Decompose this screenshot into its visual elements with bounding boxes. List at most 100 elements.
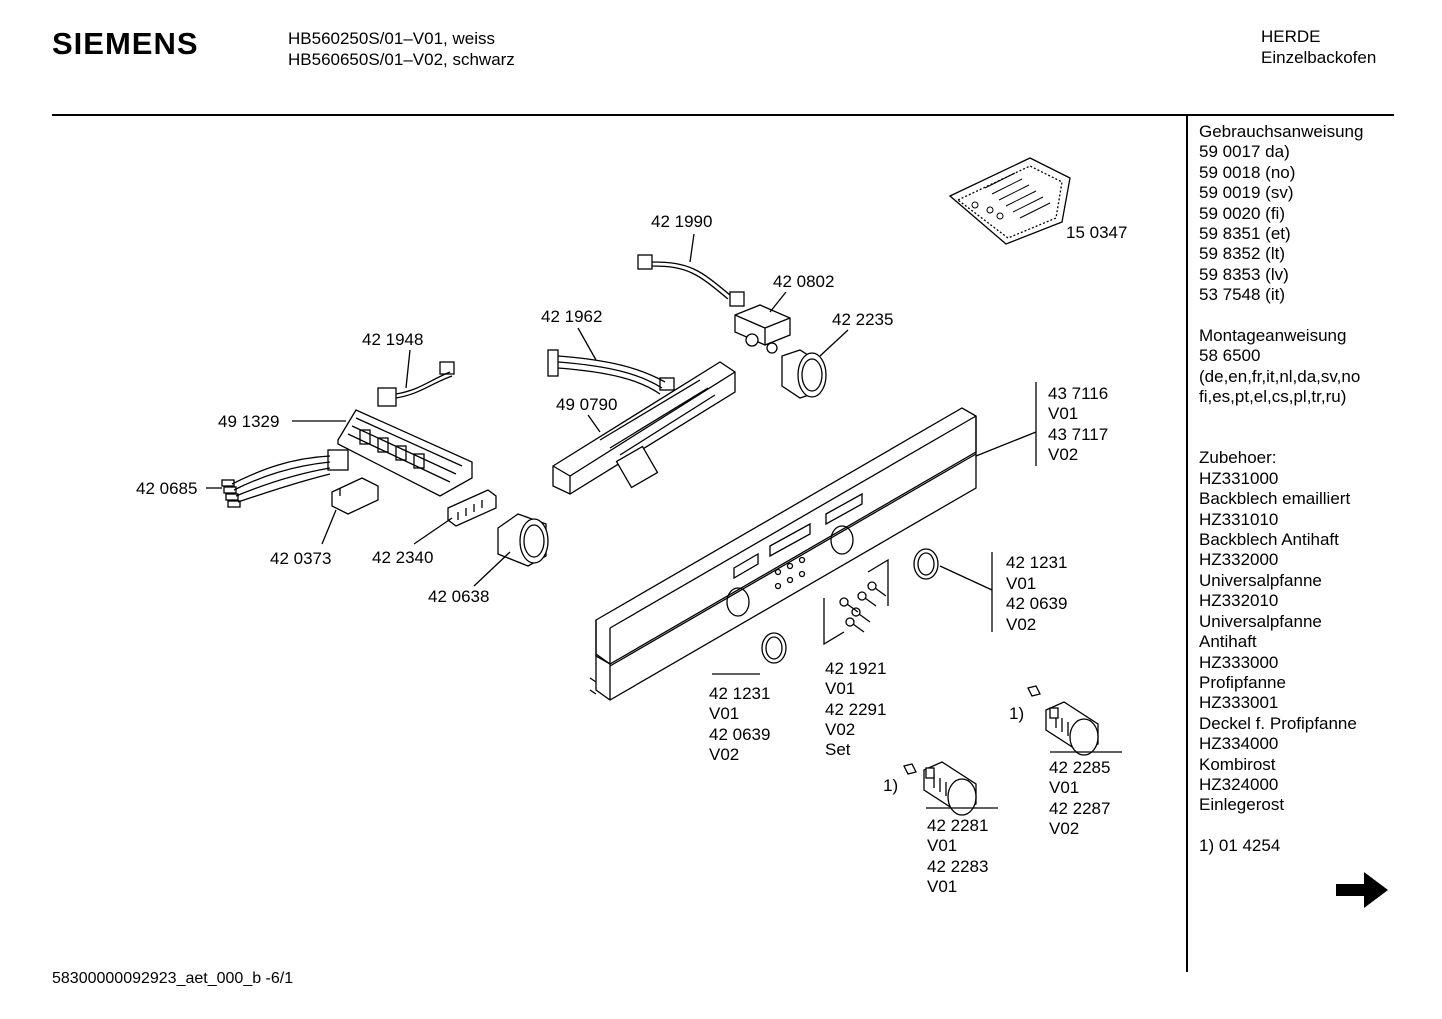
label-422340: 42 2340 [372,548,433,567]
label-knob-left-1: 42 2281 [927,816,988,835]
label-150347: 15 0347 [1066,223,1127,242]
documentation-list-item: Antihaft [1199,632,1257,652]
label-421990: 42 1990 [651,212,712,231]
documentation-list-item: HZ333001 [1199,693,1279,713]
documentation-list-item [1199,408,1363,428]
ring-right-icon [913,548,993,632]
documentation-list-item: Kombirost [1199,754,1276,774]
footnote-marker-right: 1) [1009,704,1024,723]
label-panel-1: 43 7116 [1048,384,1108,403]
knob-right-icon [1027,685,1122,756]
category-line-2: Einzelbackofen [1261,48,1377,67]
model-line-2: HB560650S/01–V02, schwarz [288,50,515,69]
documentation-list-item: fi,es,pt,el,cs,pl,tr,ru) [1199,387,1347,407]
documentation-list-item: HZ324000 [1199,774,1279,794]
label-knob-right-4: V02 [1049,819,1079,838]
documentation-list-item: 59 8352 (lt) [1199,244,1285,264]
screw-bag-icon [948,157,1071,245]
cable-421948-icon [377,349,455,407]
label-422235: 42 2235 [832,310,893,329]
documentation-list-item: HZ334000 [1199,734,1279,754]
documentation-list-item: Deckel f. Profipfanne [1199,713,1357,733]
label-screws-3: 42 2291 [825,700,886,719]
documentation-list-item: HZ332010 [1199,591,1279,611]
brand-logo: SIEMENS [52,26,199,61]
label-420373: 42 0373 [270,549,331,568]
control-board-490790-icon [552,361,736,495]
connector-422340-icon [413,489,497,545]
label-420638: 42 0638 [428,587,489,606]
documentation-list-item: 59 0019 (sv) [1199,183,1294,203]
label-knob-right-3: 42 2287 [1049,799,1110,818]
documentation-list-item: 59 0017 da) [1199,142,1290,162]
label-420685: 42 0685 [136,479,197,498]
header-divider [52,114,1394,116]
label-panel-3: 43 7117 [1048,425,1108,444]
documentation-list-item [1199,428,1363,448]
label-491329: 49 1329 [218,412,279,431]
documentation-list-item: 59 0018 (no) [1199,162,1296,182]
label-490790: 49 0790 [556,395,617,414]
knob-housing-420638-icon [473,513,549,587]
knob-housing-422235-icon [781,329,849,399]
documentation-list-item: Profipfanne [1199,672,1286,692]
documentation-list-item: HZ331010 [1199,509,1279,529]
documentation-list-item: Backblech Antihaft [1199,530,1339,550]
documentation-list-item: HZ332000 [1199,550,1279,570]
label-ring-left-2: V01 [709,704,739,723]
documentation-list-item: 1) 01 4254 [1199,836,1281,856]
label-ring-left-4: V02 [709,745,739,764]
label-knob-right-2: V01 [1049,778,1079,797]
category-line-1: HERDE [1261,27,1321,46]
documentation-list-item [1199,816,1363,836]
right-arrow-icon[interactable] [1334,869,1390,911]
ribbon-cable-421962-icon [547,327,675,395]
documentation-list-item: 59 8351 (et) [1199,224,1291,244]
documentation-list-item [1199,306,1363,326]
label-ring-right-2: V01 [1006,574,1036,593]
documentation-list-item: Backblech emailliert [1199,489,1351,509]
wire-harness-420685-icon [206,449,349,508]
sidebar-divider [1186,116,1188,972]
cable-421990-icon [637,233,745,307]
label-ring-right-3: 42 0639 [1006,594,1067,613]
documentation-list-item: 59 8353 (lv) [1199,264,1289,284]
documentation-list-item: Gebrauchsanweisung [1199,122,1364,141]
label-panel-2: V01 [1048,404,1078,423]
documentation-list-item: 58 6500 [1199,346,1261,366]
footnote-marker-left: 1) [883,776,898,795]
label-screws-4: V02 [825,720,855,739]
label-ring-right-4: V02 [1006,615,1036,634]
documentation-list-item: (de,en,fr,it,nl,da,sv,no [1199,366,1361,386]
label-screws-1: 42 1921 [825,659,886,678]
label-panel-4: V02 [1048,445,1078,464]
ring-left-icon [712,632,787,675]
document-id: 58300000092923_aet_000_b -6/1 [52,970,294,987]
documentation-list-item: Montageanweisung [1199,326,1347,346]
model-line-1: HB560250S/01–V01, weiss [288,29,495,48]
documentation-list-item: HZ333000 [1199,652,1279,672]
label-421948: 42 1948 [362,330,423,349]
label-ring-left-1: 42 1231 [709,684,770,703]
switch-420802-icon [734,291,791,354]
knob-left-icon [903,761,998,816]
label-knob-left-2: V01 [927,836,957,855]
exploded-parts-diagram: 15 0347 42 1990 42 0802 42 1962 42 2235 … [136,157,1127,896]
documentation-list-item: Universalpfanne [1199,611,1322,631]
documentation-list-item: HZ331000 [1199,468,1279,488]
documentation-list-item: 53 7548 (it) [1199,285,1285,305]
documentation-list-item: Zubehoer: [1199,448,1277,468]
label-knob-right-1: 42 2285 [1049,758,1110,777]
bracket-420373-icon [321,477,379,545]
label-screws-2: V01 [825,679,855,698]
label-screws-5: Set [825,740,851,759]
relay-board-491329-icon [292,409,473,497]
documentation-list-item: Einlegerost [1199,795,1285,815]
label-knob-left-4: V01 [927,877,957,896]
front-panel-icon [589,382,1037,701]
label-421962: 42 1962 [541,307,602,326]
screws-set-icon [823,558,889,646]
documentation-list-item: Universalpfanne [1199,570,1322,590]
label-420802: 42 0802 [773,272,834,291]
